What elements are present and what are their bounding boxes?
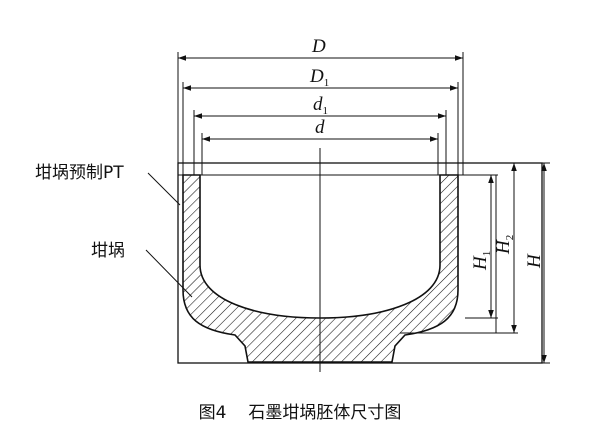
dim-label-D1: D1 <box>309 66 329 89</box>
extension-lines <box>177 52 464 175</box>
crucible-wall-section <box>182 174 459 363</box>
dim-label-d1: d1 <box>313 94 328 117</box>
figure-number: 图4 <box>198 403 227 423</box>
leader-crucible <box>145 249 193 298</box>
dim-label-H: H <box>524 253 545 269</box>
leader-preform <box>147 172 181 206</box>
label-crucible: 坩埚 <box>91 241 125 261</box>
figure-caption: 图4 石墨坩埚胚体尺寸图 <box>0 398 600 423</box>
dim-label-d: d <box>315 117 325 138</box>
dim-label-D: D <box>311 36 326 57</box>
dim-label-H1: H1 <box>470 251 493 271</box>
dim-label-H2: H2 <box>493 235 516 255</box>
figure-title: 石墨坩埚胚体尺寸图 <box>248 403 402 423</box>
label-preform-pt: 坩埚预制PT <box>35 163 124 183</box>
